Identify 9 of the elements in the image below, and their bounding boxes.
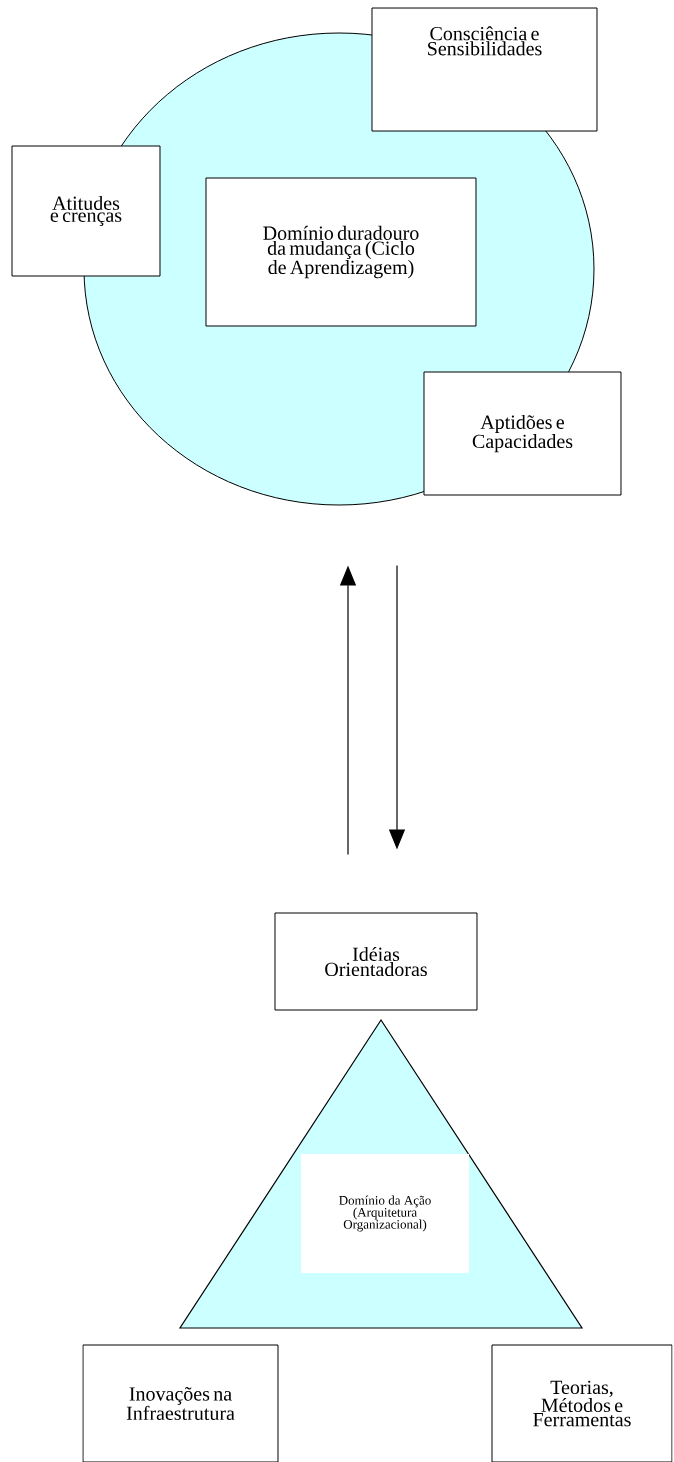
text-box: Domínio duradouro da mudança (Ciclo de Aprendizagem): [205, 177, 477, 327]
text-box: Teorias, Métodos e Ferramentas: [491, 1344, 673, 1462]
text-box: Atitudes e crenças: [11, 145, 161, 277]
label-box: Domínio da Ação (Arquitetura Organizacional): [301, 1154, 469, 1273]
node-label: Domínio da Ação (Arquitetura Organizacional): [339, 1195, 431, 1232]
text-box: Idéias Orientadoras: [274, 912, 478, 1011]
text-box: Inovações na Infraestrutura: [82, 1344, 279, 1462]
text-box: Aptidões e Capacidades: [423, 371, 622, 496]
text-box: Consciência e Sensibilidades: [371, 7, 598, 132]
